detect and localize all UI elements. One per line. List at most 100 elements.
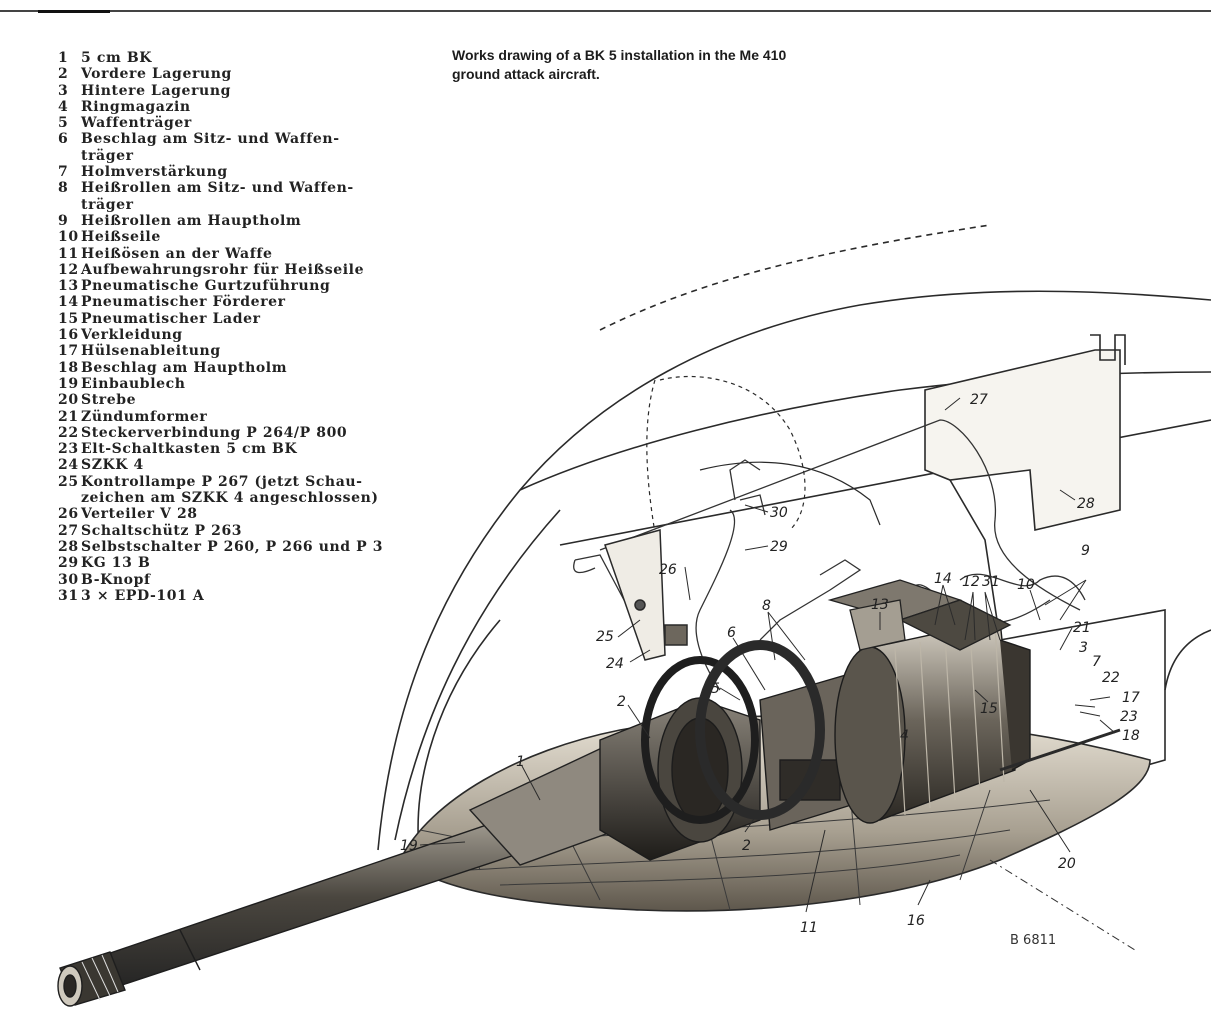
legend-item-text: Ringmagazin <box>81 98 191 115</box>
top-rule-accent <box>38 10 110 13</box>
legend-item-text: Hülsenableitung <box>81 343 221 360</box>
callout-16: 16 <box>907 913 925 929</box>
legend-item: 8 Heißrollen am Sitz- und Waffen- <box>58 180 438 196</box>
legend-item-number: 27 <box>58 522 79 539</box>
drawing-number: B 6811 <box>1010 933 1056 948</box>
callout-29: 29 <box>770 539 788 555</box>
callout-9: 9 <box>1081 543 1090 559</box>
legend-item-number: 13 <box>58 278 79 295</box>
legend-item-number: 12 <box>58 261 79 278</box>
legend-item-number: 31 <box>58 587 79 604</box>
callout-22: 22 <box>1102 670 1120 686</box>
ring-magazine <box>834 619 1031 824</box>
legend-item-number: 14 <box>58 294 79 311</box>
legend-item-text: träger <box>81 147 134 164</box>
callout-21: 21 <box>1073 620 1091 636</box>
front-mount-ring <box>641 656 759 824</box>
legend-item-number: 5 <box>58 115 69 132</box>
legend-item-text: Elt-Schaltkasten 5 cm BK <box>81 441 298 458</box>
callout-labels: 19 1 2 2 5 6 8 13 14 12 31 10 9 21 3 7 2… <box>400 392 1140 948</box>
legend-item-number: 16 <box>58 327 79 344</box>
legend-item-number: 6 <box>58 131 69 148</box>
legend-item-text: Heißrollen am Sitz- und Waffen- <box>81 180 354 197</box>
legend-item-text: KG 13 B <box>81 555 151 572</box>
legend-item-number: 26 <box>58 506 79 523</box>
legend-item-text: Heißseile <box>81 229 161 246</box>
legend-item-text: Steckerverbindung P 264/P 800 <box>81 424 348 441</box>
legend-item-text: Einbaublech <box>81 375 186 392</box>
legend-item: 5 Waffenträger <box>58 115 438 131</box>
callout-5: 5 <box>711 681 720 697</box>
legend-item-text: B-Knopf <box>81 571 151 588</box>
legend-item-number: 15 <box>58 310 79 327</box>
callout-10: 10 <box>1017 577 1035 593</box>
legend-item-text: zeichen am SZKK 4 angeschlossen) <box>81 490 379 507</box>
legend-item-text: Kontrollampe P 267 (jetzt Schau- <box>81 473 363 490</box>
callout-23: 23 <box>1120 709 1138 725</box>
callout-8: 8 <box>762 598 771 614</box>
legend-item-number: 8 <box>58 180 69 197</box>
legend-item-text: Strebe <box>81 392 137 409</box>
legend-item-text: Heißösen an der Waffe <box>81 245 273 262</box>
legend-item-number: 29 <box>58 555 79 572</box>
legend-item-number: 11 <box>58 245 79 262</box>
cradle-ring <box>695 640 825 820</box>
callout-2-front: 2 <box>617 694 626 710</box>
callout-3: 3 <box>1079 640 1088 656</box>
callout-6: 6 <box>727 625 736 641</box>
legend-item: träger <box>58 148 438 164</box>
legend-item-number: 24 <box>58 457 79 474</box>
legend-item: 4 Ringmagazin <box>58 99 438 115</box>
legend-item-number: 30 <box>58 571 79 588</box>
legend-item-number: 28 <box>58 538 79 555</box>
legend-item: zeichen am SZKK 4 angeschlossen) <box>58 490 438 506</box>
legend-item-number: 4 <box>58 98 69 115</box>
callout-28: 28 <box>1077 496 1095 512</box>
legend-item-text: Zündumformer <box>81 408 208 425</box>
callout-11: 11 <box>800 920 818 936</box>
caption-line-1: Works drawing of a BK 5 installation in … <box>452 47 787 63</box>
legend-item-number: 25 <box>58 473 79 490</box>
legend-item-text: Vordere Lagerung <box>81 66 232 83</box>
callout-1: 1 <box>516 754 525 770</box>
callout-19: 19 <box>400 838 418 854</box>
callout-12: 12 <box>962 574 980 590</box>
callout-13: 13 <box>871 597 889 613</box>
legend-item-number: 10 <box>58 229 79 246</box>
callout-25: 25 <box>596 629 614 645</box>
callout-2-rear: 2 <box>742 838 751 854</box>
legend-item-text: Verkleidung <box>81 327 183 344</box>
legend-item-text: Verteiler V 28 <box>81 506 198 523</box>
legend-item-text: Schaltschütz P 263 <box>81 522 243 539</box>
legend-item-text: Pneumatischer Förderer <box>81 294 286 311</box>
leader-lines <box>419 397 1116 913</box>
figure-caption: Works drawing of a BK 5 installation in … <box>452 46 872 84</box>
callout-7: 7 <box>1092 654 1101 670</box>
legend-item-text: 3 × EPD-101 A <box>81 587 205 604</box>
callout-14: 14 <box>934 571 952 587</box>
callout-4: 4 <box>900 728 909 744</box>
legend-item-text: Pneumatische Gurtzuführung <box>81 278 331 295</box>
legend-item-number: 21 <box>58 408 79 425</box>
legend-item-text: Waffenträger <box>81 115 192 132</box>
callout-17: 17 <box>1122 690 1140 706</box>
legend-item-text: SZKK 4 <box>81 457 144 474</box>
legend-item-number: 18 <box>58 359 79 376</box>
caption-line-2: ground attack aircraft. <box>452 66 600 82</box>
